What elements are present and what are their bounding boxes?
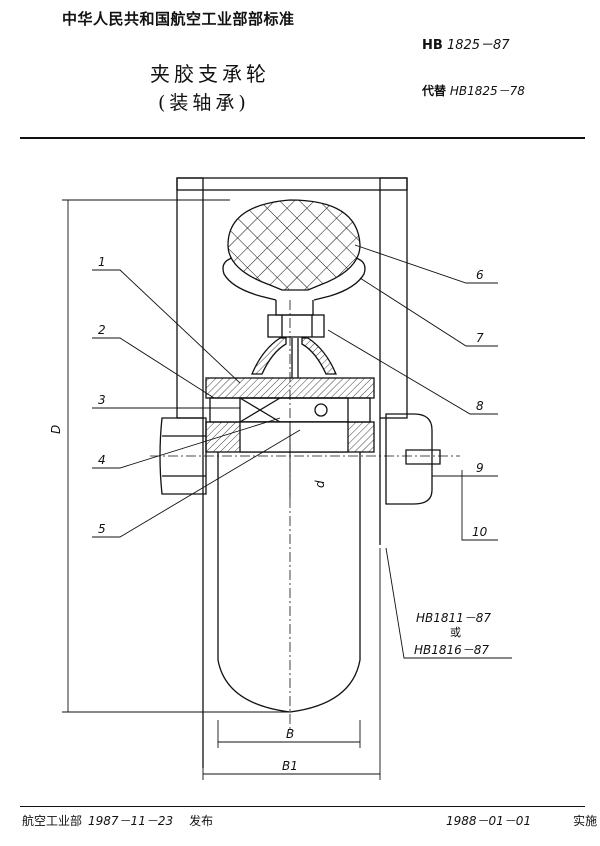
callout-5: 5 bbox=[98, 522, 106, 536]
hub-disc-right bbox=[301, 337, 337, 375]
wheel-web bbox=[275, 300, 314, 316]
code-prefix: HB bbox=[422, 38, 443, 53]
leader-2 bbox=[92, 337, 215, 399]
leader-ref bbox=[385, 547, 512, 659]
ref-or: 或 bbox=[450, 626, 461, 639]
leader-8 bbox=[327, 329, 498, 415]
header-rule bbox=[20, 137, 585, 139]
callout-6: 6 bbox=[476, 268, 484, 282]
callout-4: 4 bbox=[98, 453, 106, 467]
wheel-lower bbox=[217, 452, 361, 713]
title-line-2: (装轴承) bbox=[158, 92, 250, 114]
footer-issue: 航空工业部 1987－11－23 发布 bbox=[22, 812, 213, 829]
rubber-tyre bbox=[227, 199, 361, 291]
dim-B1-label: B1 bbox=[282, 759, 298, 773]
axle-bore bbox=[239, 421, 349, 453]
issue-date: 1987－11－23 bbox=[88, 814, 174, 828]
ref-standard-1: HB1811－87 bbox=[416, 611, 491, 625]
replace-label: 代替 bbox=[422, 84, 447, 98]
rim-left bbox=[222, 257, 277, 301]
callout-2: 2 bbox=[98, 323, 106, 337]
dim-D-label: D bbox=[49, 425, 63, 434]
replaces-code: 代替 HB1825－78 bbox=[422, 82, 525, 99]
right-pin bbox=[405, 449, 441, 465]
callout-10: 10 bbox=[472, 525, 488, 539]
code-number: 1825－87 bbox=[446, 38, 510, 53]
standard-name: 中华人民共和国航空工业部部标准 bbox=[62, 10, 295, 28]
callout-9: 9 bbox=[476, 461, 484, 475]
leader-10 bbox=[461, 470, 498, 541]
leader-5 bbox=[92, 429, 301, 538]
footer-rule bbox=[20, 806, 585, 807]
leader-4 bbox=[92, 417, 281, 469]
standard-code: HB 1825－87 bbox=[422, 34, 510, 53]
dim-d-label: d bbox=[313, 480, 327, 488]
replace-code: HB1825－78 bbox=[449, 84, 525, 98]
ref-standard-2: HB1816－87 bbox=[414, 643, 489, 657]
effective-label: 实施 bbox=[573, 814, 598, 828]
footer-effective: 1988－01－01 实施 bbox=[446, 812, 597, 829]
dim-B-label: B bbox=[286, 727, 294, 741]
bearing bbox=[239, 397, 349, 423]
bolt-8 bbox=[267, 314, 325, 338]
leader-7 bbox=[359, 277, 498, 347]
leader-1 bbox=[92, 269, 241, 384]
rim-right bbox=[313, 257, 366, 301]
hub-disc-left bbox=[251, 337, 287, 375]
leader-6 bbox=[354, 244, 498, 284]
callout-8: 8 bbox=[476, 399, 484, 413]
callout-7: 7 bbox=[476, 331, 484, 345]
right-nut bbox=[385, 413, 433, 505]
issuer: 航空工业部 bbox=[22, 814, 83, 828]
callout-1: 1 bbox=[98, 255, 106, 269]
callout-3: 3 bbox=[98, 393, 106, 407]
effective-date: 1988－01－01 bbox=[446, 814, 532, 828]
left-nut bbox=[159, 417, 207, 495]
title-line-1: 夹胶支承轮 bbox=[150, 62, 270, 86]
issue-label: 发布 bbox=[189, 814, 214, 828]
